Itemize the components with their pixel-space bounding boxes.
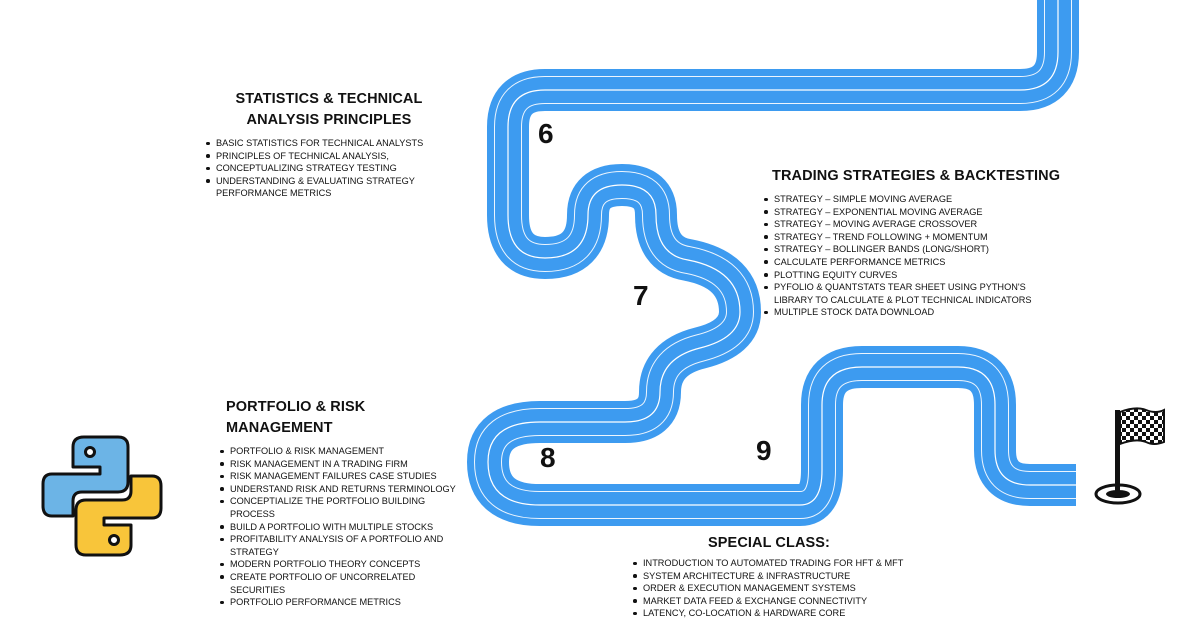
step-number-9: 9	[756, 435, 772, 466]
python-eye-bottom	[108, 534, 120, 546]
list-item: STRATEGY – TREND FOLLOWING + MOMENTUM	[764, 231, 1062, 244]
section-title: SPECIAL CLASS:	[708, 535, 830, 551]
python-eye-top	[84, 446, 96, 458]
list-item: STRATEGY – BOLLINGER BANDS (LONG/SHORT)	[764, 243, 1062, 256]
list-item: CONCEPTIALIZE THE PORTFOLIO BUILDING PRO…	[220, 495, 468, 520]
list-item: PYFOLIO & QUANTSTATS TEAR SHEET USING PY…	[764, 281, 1052, 306]
python-logo-icon	[41, 435, 163, 557]
list-item: BUILD A PORTFOLIO WITH MULTIPLE STOCKS	[220, 521, 468, 534]
list-item: PRINCIPLES OF TECHNICAL ANALYSIS,	[206, 150, 464, 163]
section-trading-strategies: TRADING STRATEGIES & BACKTESTING STRATEG…	[762, 166, 1062, 319]
list-item: STRATEGY – EXPONENTIAL MOVING AVERAGE	[764, 206, 1062, 219]
list-item: LATENCY, CO-LOCATION & HARDWARE CORE	[633, 607, 931, 620]
step-number-8: 8	[540, 442, 556, 473]
section-statistics: STATISTICS & TECHNICAL ANALYSIS PRINCIPL…	[204, 89, 464, 200]
python-yellow-snake	[74, 474, 163, 557]
list-item: PROFITABILITY ANALYSIS OF A PORTFOLIO AN…	[220, 534, 444, 557]
list-item: UNDERSTAND RISK AND RETURNS TERMINOLOGY	[220, 483, 468, 496]
list-item: PORTFOLIO & RISK MANAGEMENT	[220, 445, 468, 458]
step-number-7: 7	[633, 280, 649, 311]
list-item: UNDERSTANDING & EVALUATING STRATEGY PERF…	[206, 175, 415, 199]
list-item: ORDER & EXECUTION MANAGEMENT SYSTEMS	[633, 582, 931, 595]
flag-pole	[1115, 410, 1120, 494]
list-item: PORTFOLIO PERFORMANCE METRICS	[220, 596, 468, 609]
list-item: STRATEGY – MOVING AVERAGE CROSSOVER	[764, 218, 1062, 231]
python-blue-snake	[41, 435, 130, 518]
list-item: SYSTEM ARCHITECTURE & INFRASTRUCTURE	[633, 570, 931, 583]
list-item: MULTIPLE STOCK DATA DOWNLOAD	[764, 306, 1062, 319]
flag-cloth	[1119, 407, 1165, 446]
list-item: RISK MANAGEMENT IN A TRADING FIRM	[220, 458, 468, 471]
list-item: CONCEPTUALIZING STRATEGY TESTING	[206, 162, 464, 175]
list-item: MARKET DATA FEED & EXCHANGE CONNECTIVITY	[633, 595, 931, 608]
road-center-line	[487, 0, 1076, 506]
checkered-flag-icon	[1094, 407, 1165, 505]
list-item: RISK MANAGEMENT FAILURES CASE STUDIES	[220, 470, 468, 483]
topic-list: STRATEGY – SIMPLE MOVING AVERAGE STRATEG…	[762, 193, 1062, 319]
step-number-6: 6	[538, 118, 554, 149]
section-title: TRADING STRATEGIES & BACKTESTING	[772, 168, 1061, 184]
list-item: INTRODUCTION TO AUTOMATED TRADING FOR HF…	[633, 557, 931, 570]
list-item: PLOTTING EQUITY CURVES	[764, 269, 1062, 282]
section-title: PORTFOLIO & RISK MANAGEMENT	[226, 399, 366, 436]
topic-list: BASIC STATISTICS FOR TECHNICAL ANALYSTS …	[204, 137, 464, 200]
list-item: STRATEGY – SIMPLE MOVING AVERAGE	[764, 193, 1062, 206]
section-special-class: SPECIAL CLASS: INTRODUCTION TO AUTOMATED…	[631, 533, 931, 620]
section-portfolio-risk: PORTFOLIO & RISK MANAGEMENT PORTFOLIO & …	[218, 397, 468, 609]
list-item: CALCULATE PERFORMANCE METRICS	[764, 256, 1062, 269]
list-item: CREATE PORTFOLIO OF UNCORRELATED SECURIT…	[220, 571, 468, 596]
list-item: MODERN PORTFOLIO THEORY CONCEPTS	[220, 558, 468, 571]
list-item: BASIC STATISTICS FOR TECHNICAL ANALYSTS	[206, 137, 464, 150]
topic-list: INTRODUCTION TO AUTOMATED TRADING FOR HF…	[631, 557, 931, 620]
section-title: STATISTICS & TECHNICAL ANALYSIS PRINCIPL…	[235, 91, 423, 128]
topic-list: PORTFOLIO & RISK MANAGEMENT RISK MANAGEM…	[218, 445, 468, 609]
